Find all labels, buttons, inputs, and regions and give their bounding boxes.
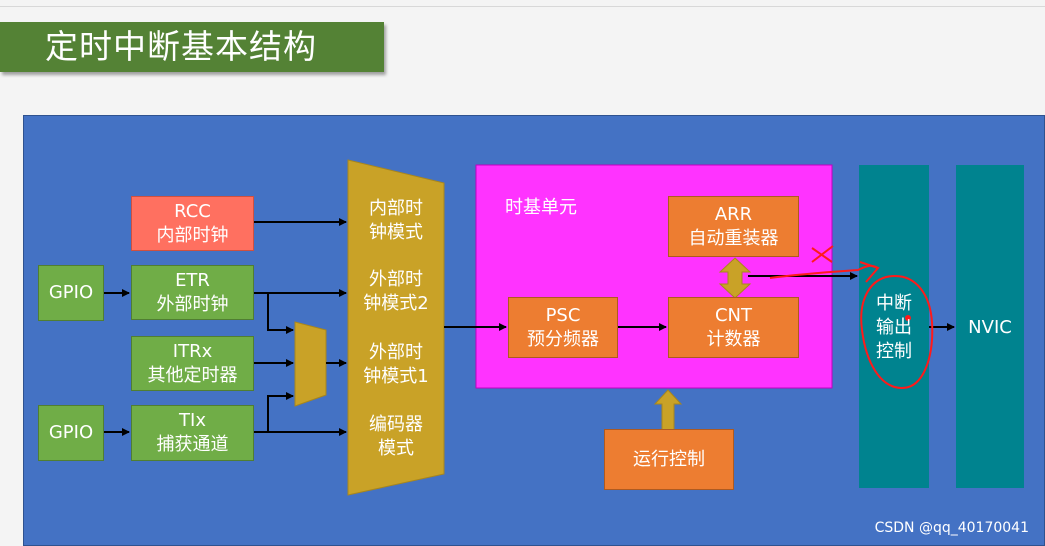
run-control-arrow xyxy=(653,389,683,431)
mode-external-2-line2: 钟模式2 xyxy=(363,293,429,314)
psc-sublabel: 预分频器 xyxy=(527,328,599,350)
mode-external-2: 外部时 钟模式2 xyxy=(350,268,442,316)
rcc-sublabel: 内部时钟 xyxy=(156,224,229,246)
etr-box: ETR 外部时钟 xyxy=(131,265,254,320)
gpio-top-box: GPIO xyxy=(38,265,104,321)
arr-label: ARR xyxy=(714,203,753,225)
red-dot xyxy=(905,315,911,321)
psc-box: PSC 预分频器 xyxy=(508,297,618,358)
mode-internal-line2: 钟模式 xyxy=(369,222,423,243)
etr-sublabel: 外部时钟 xyxy=(156,293,229,315)
interrupt-output-line2: 输出 xyxy=(876,317,912,338)
mode-encoder-line1: 编码器 xyxy=(369,414,423,435)
mode-external-1: 外部时 钟模式1 xyxy=(350,341,442,389)
etr-mux-arrow xyxy=(267,293,294,334)
clock-mode-selector xyxy=(347,159,445,496)
tix-box: TIx 捕获通道 xyxy=(131,405,254,461)
mode-encoder-line2: 模式 xyxy=(378,438,414,459)
red-arrow-head xyxy=(859,261,880,283)
mode-internal-line1: 内部时 xyxy=(369,198,423,219)
red-annotation xyxy=(769,245,934,390)
run-control-label: 运行控制 xyxy=(633,448,705,470)
watermark: CSDN @qq_40170041 xyxy=(874,520,1029,536)
interrupt-output-column xyxy=(859,165,929,488)
mode-internal: 内部时 钟模式 xyxy=(350,197,442,245)
rcc-box: RCC 内部时钟 xyxy=(131,196,254,251)
interrupt-output-label: 中断 输出 控制 xyxy=(859,292,929,364)
etr-label: ETR xyxy=(175,269,210,291)
time-base-label: 时基单元 xyxy=(505,197,577,218)
nvic-label: NVIC xyxy=(968,317,1012,338)
run-control-box: 运行控制 xyxy=(604,429,734,490)
red-circle xyxy=(860,274,934,390)
mode-external-2-line1: 外部时 xyxy=(369,269,423,290)
rcc-label: RCC xyxy=(174,200,211,222)
gpio-top-label: GPIO xyxy=(48,282,94,303)
gpio-bottom-label: GPIO xyxy=(48,422,94,443)
cnt-box: CNT 计数器 xyxy=(668,297,799,358)
itr-mux xyxy=(294,321,327,407)
page-title: 定时中断基本结构 xyxy=(0,22,384,72)
tix-mux-arrow xyxy=(267,392,294,432)
itrx-sublabel: 其他定时器 xyxy=(147,364,238,386)
tix-sublabel: 捕获通道 xyxy=(156,434,229,455)
mode-external-1-line1: 外部时 xyxy=(369,342,423,363)
interrupt-output-line1: 中断 xyxy=(876,293,912,314)
cnt-sublabel: 计数器 xyxy=(706,328,761,350)
cnt-label: CNT xyxy=(714,304,753,326)
red-x-mark xyxy=(811,245,834,263)
top-divider xyxy=(0,6,1045,7)
itrx-box: ITRx 其他定时器 xyxy=(131,336,254,391)
mode-external-1-line2: 钟模式1 xyxy=(363,366,429,387)
gpio-bottom-box: GPIO xyxy=(38,405,104,461)
arr-sublabel: 自动重装器 xyxy=(688,227,779,249)
nvic-column xyxy=(956,165,1024,488)
mode-encoder: 编码器 模式 xyxy=(350,413,442,461)
arr-box: ARR 自动重装器 xyxy=(668,196,799,257)
psc-label: PSC xyxy=(545,304,581,326)
itrx-label: ITRx xyxy=(172,340,213,362)
interrupt-output-line3: 控制 xyxy=(876,341,912,362)
tix-label: TIx xyxy=(179,410,206,431)
